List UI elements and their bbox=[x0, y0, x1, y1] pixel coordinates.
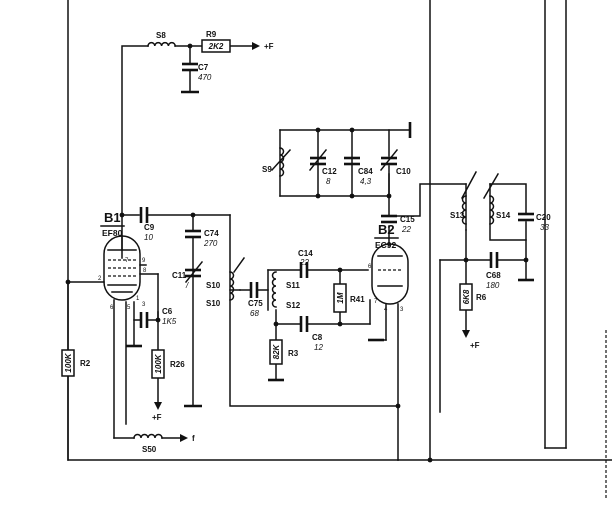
svg-text:S50: S50 bbox=[142, 445, 157, 454]
svg-text:100K: 100K bbox=[64, 352, 73, 372]
resistor-r41: 1M bbox=[333, 283, 347, 313]
svg-text:C6: C6 bbox=[162, 307, 173, 316]
tube-b2 bbox=[371, 243, 409, 305]
svg-text:4,3: 4,3 bbox=[360, 177, 372, 186]
resistor-r3: 82K bbox=[269, 339, 283, 365]
svg-text:S14: S14 bbox=[496, 211, 511, 220]
tube-b2-name: B2 bbox=[378, 222, 395, 237]
svg-text:1: 1 bbox=[136, 296, 140, 302]
svg-text:C9: C9 bbox=[144, 223, 155, 232]
svg-text:f: f bbox=[192, 434, 195, 443]
junction-dots bbox=[65, 43, 529, 463]
svg-text:R9: R9 bbox=[206, 30, 217, 39]
resistor-r26: 100K bbox=[151, 349, 165, 379]
svg-text:C7: C7 bbox=[198, 63, 209, 72]
svg-text:/: / bbox=[185, 281, 189, 290]
tube-b1-type: EF80 bbox=[102, 228, 123, 238]
svg-text:S11: S11 bbox=[286, 281, 300, 290]
svg-text:C84: C84 bbox=[358, 167, 373, 176]
svg-text:6K8: 6K8 bbox=[462, 289, 471, 304]
svg-text:8: 8 bbox=[326, 177, 331, 186]
svg-text:2K2: 2K2 bbox=[208, 42, 224, 51]
svg-text:180: 180 bbox=[486, 281, 500, 290]
svg-text:C20: C20 bbox=[536, 213, 551, 222]
arrows bbox=[154, 42, 470, 442]
svg-text:3: 3 bbox=[142, 302, 146, 308]
svg-text:12: 12 bbox=[314, 343, 323, 352]
svg-text:7: 7 bbox=[374, 299, 378, 305]
svg-text:R3: R3 bbox=[288, 349, 299, 358]
svg-text:270: 270 bbox=[203, 239, 218, 248]
svg-text:C8: C8 bbox=[312, 333, 323, 342]
svg-text:22: 22 bbox=[401, 225, 411, 234]
svg-text:+F: +F bbox=[152, 413, 162, 422]
svg-text:C12: C12 bbox=[322, 167, 337, 176]
svg-text:9: 9 bbox=[142, 258, 146, 264]
svg-text:+F: +F bbox=[470, 341, 480, 350]
ground-symbols bbox=[126, 90, 534, 408]
svg-text:470: 470 bbox=[198, 73, 212, 82]
svg-text:100K: 100K bbox=[154, 353, 163, 373]
svg-text:1K5: 1K5 bbox=[162, 317, 177, 326]
svg-text:S9: S9 bbox=[262, 165, 272, 174]
svg-text:10: 10 bbox=[144, 233, 153, 242]
resistor-r9: 2K2 bbox=[201, 39, 231, 53]
svg-text:82K: 82K bbox=[272, 343, 281, 359]
svg-text:C68: C68 bbox=[486, 271, 501, 280]
svg-text:C11: C11 bbox=[172, 271, 187, 280]
svg-text:6: 6 bbox=[368, 264, 372, 270]
svg-text:S10: S10 bbox=[206, 299, 221, 308]
svg-text:22: 22 bbox=[299, 258, 309, 267]
svg-text:2: 2 bbox=[98, 276, 102, 282]
svg-text:+F: +F bbox=[264, 42, 274, 51]
svg-text:3: 3 bbox=[400, 307, 404, 313]
inductors bbox=[133, 41, 500, 439]
wires bbox=[67, 0, 612, 500]
svg-text:1M: 1M bbox=[336, 292, 345, 303]
svg-text:S10: S10 bbox=[206, 281, 221, 290]
svg-text:8: 8 bbox=[143, 268, 147, 274]
svg-text:R2: R2 bbox=[80, 359, 91, 368]
svg-text:C74: C74 bbox=[204, 229, 219, 238]
svg-text:33: 33 bbox=[540, 223, 549, 232]
svg-text:C75: C75 bbox=[248, 299, 263, 308]
resistor-r2: 100K bbox=[61, 349, 75, 377]
svg-text:C15: C15 bbox=[400, 215, 415, 224]
svg-text:S12: S12 bbox=[286, 301, 301, 310]
labels: B1 EF80 B2 EC92 7 9 8 2 6 5 1 3 6 7 4 3 … bbox=[80, 30, 551, 454]
svg-text:7: 7 bbox=[125, 258, 129, 264]
svg-text:R6: R6 bbox=[476, 293, 487, 302]
svg-text:C10: C10 bbox=[396, 167, 411, 176]
svg-text:S8: S8 bbox=[156, 31, 166, 40]
tube-b1 bbox=[103, 235, 141, 301]
resistor-r6: 6K8 bbox=[459, 283, 473, 311]
svg-text:5: 5 bbox=[127, 305, 131, 311]
svg-text:S13: S13 bbox=[450, 211, 465, 220]
tube-b2-type: EC92 bbox=[375, 240, 397, 250]
tube-b1-name: B1 bbox=[104, 210, 121, 225]
svg-text:68: 68 bbox=[250, 309, 259, 318]
svg-text:R41: R41 bbox=[350, 295, 365, 304]
svg-text:C14: C14 bbox=[298, 249, 313, 258]
svg-text:4: 4 bbox=[384, 307, 388, 313]
svg-text:6: 6 bbox=[110, 305, 114, 311]
capacitors bbox=[139, 62, 534, 332]
svg-text:R26: R26 bbox=[170, 360, 185, 369]
